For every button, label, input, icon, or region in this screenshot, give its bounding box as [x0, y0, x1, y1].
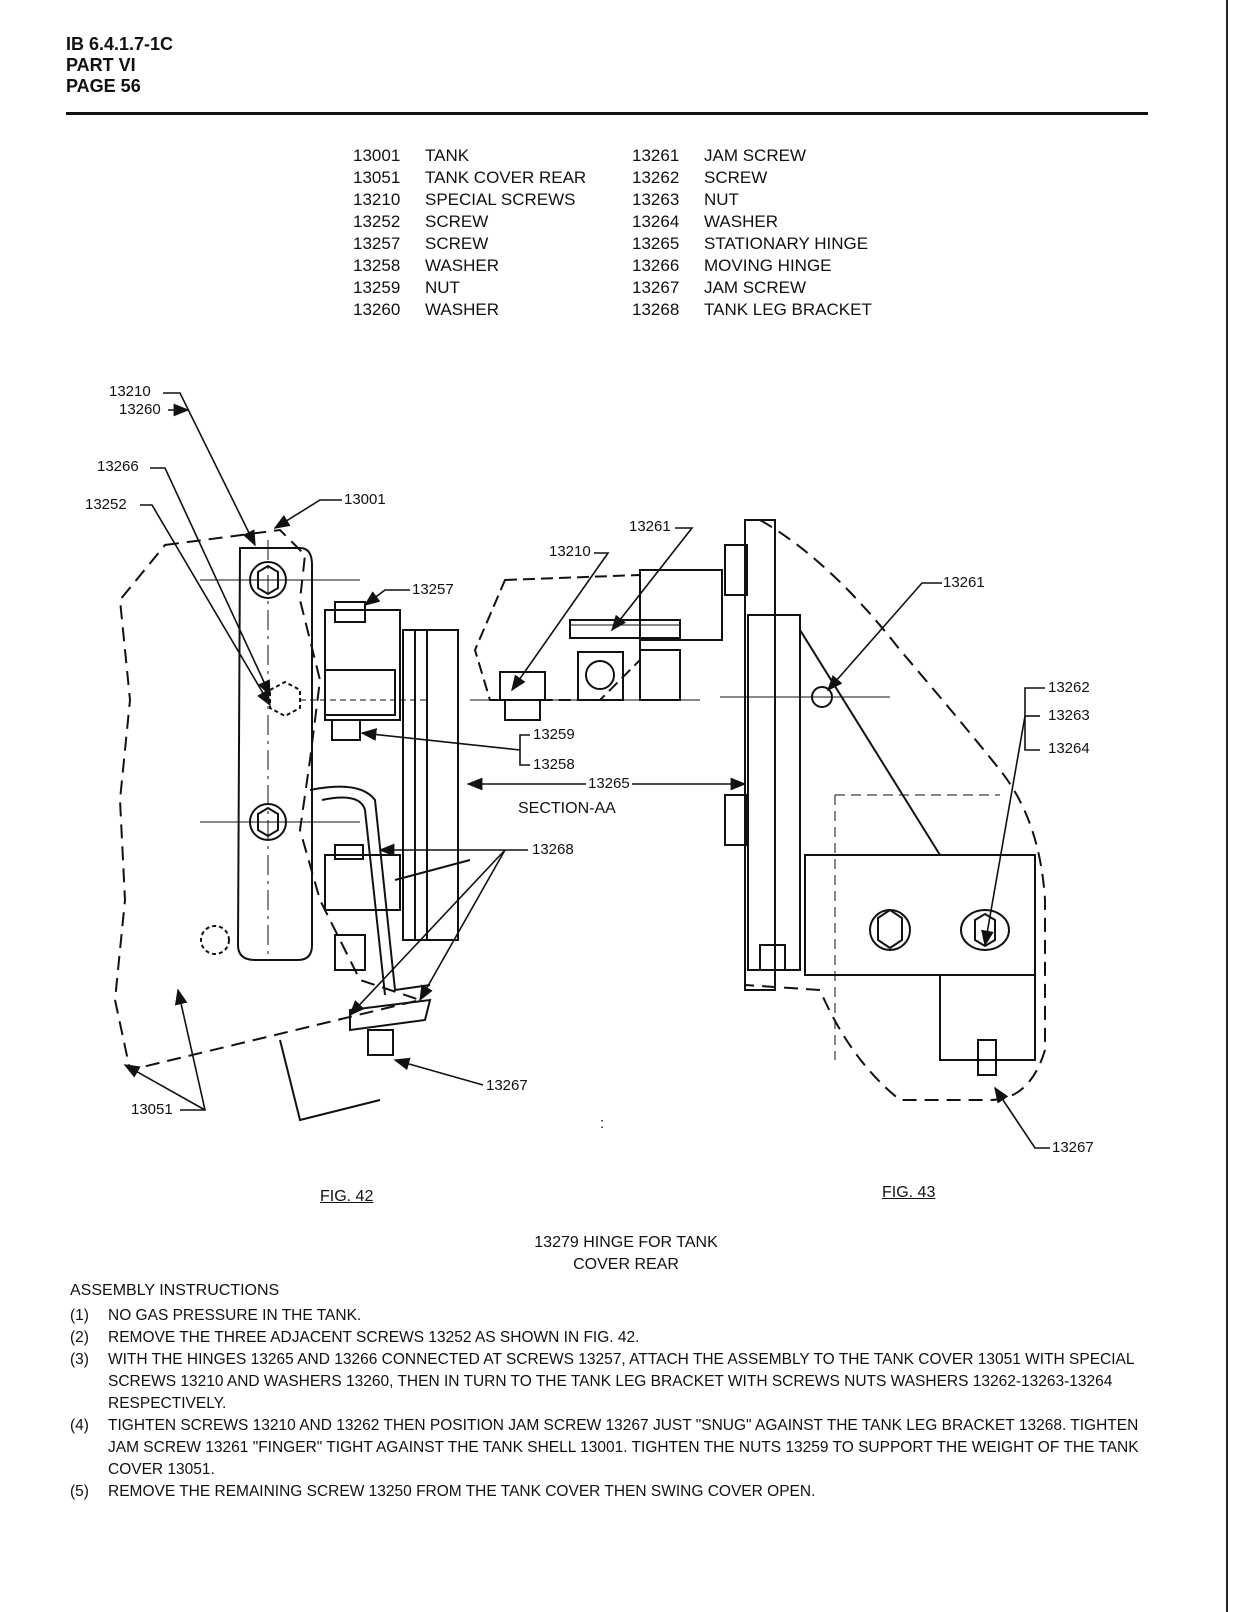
fig43-caption: FIG. 43 — [882, 1184, 936, 1201]
document-header: IB 6.4.1.7-1C PART VI PAGE 56 — [66, 34, 173, 97]
callout-13264: 13264 — [1048, 740, 1090, 757]
list-item: (1)NO GAS PRESSURE IN THE TANK. — [70, 1307, 362, 1324]
header-rule — [66, 112, 1148, 115]
fig42-caption: FIG. 42 — [320, 1188, 374, 1205]
callout-13265: 13265 — [588, 775, 630, 792]
callout-13210: 13210 — [109, 383, 151, 400]
callout-13263: 13263 — [1048, 707, 1090, 724]
callout-13261: 13261 — [629, 518, 671, 535]
callout-13259: 13259 — [533, 726, 575, 743]
callout-13210-section: 13210 — [549, 543, 591, 560]
callout-13258: 13258 — [533, 756, 575, 773]
callout-13267: 13267 — [486, 1077, 528, 1094]
callout-13257: 13257 — [412, 581, 454, 598]
section-aa-drawing — [470, 569, 723, 721]
page-border — [1226, 0, 1228, 1612]
callout-13001: 13001 — [344, 491, 386, 508]
callout-13267-fig43: 13267 — [1052, 1139, 1094, 1156]
doc-id: IB 6.4.1.7-1C — [66, 34, 174, 54]
doc-page: PAGE 56 — [66, 76, 141, 96]
callout-13261-fig43: 13261 — [943, 574, 985, 591]
list-item: (5)REMOVE THE REMAINING SCREW 13250 FROM… — [70, 1483, 816, 1500]
list-item: (3)WITH THE HINGES 13265 AND 13266 CONNE… — [70, 1351, 1134, 1412]
stray-mark: : — [600, 1115, 605, 1132]
list-item: (2)REMOVE THE THREE ADJACENT SCREWS 1325… — [70, 1329, 640, 1346]
drawing-title-line1: 13279 HINGE FOR TANK — [534, 1234, 718, 1251]
instructions-heading: ASSEMBLY INSTRUCTIONS — [70, 1282, 280, 1299]
callout-13252: 13252 — [85, 496, 127, 513]
doc-part: PART VI — [66, 55, 136, 75]
callout-13266: 13266 — [97, 458, 139, 475]
callout-13262: 13262 — [1048, 679, 1090, 696]
drawing-title-line2: COVER REAR — [573, 1256, 679, 1273]
section-label: SECTION-AA — [518, 800, 616, 817]
list-item: (4)TIGHTEN SCREWS 13210 AND 13262 THEN P… — [70, 1417, 1139, 1478]
callout-13051: 13051 — [131, 1101, 173, 1118]
fig43-drawing — [720, 519, 1046, 1101]
instructions-list: (1)NO GAS PRESSURE IN THE TANK. (2)REMOV… — [70, 1305, 1150, 1503]
leader-lines — [123, 392, 1050, 1149]
fig42-drawing — [113, 528, 471, 1122]
callout-13268: 13268 — [532, 841, 574, 858]
callout-13260: 13260 — [119, 401, 161, 418]
